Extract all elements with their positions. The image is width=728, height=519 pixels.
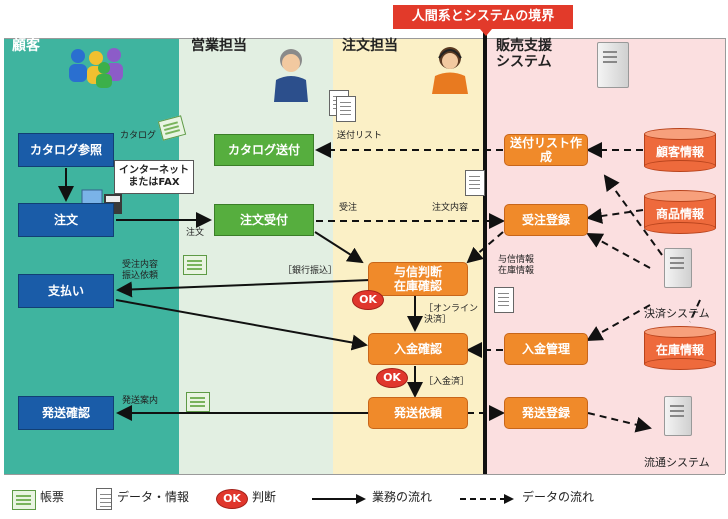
shipping-register-box: 発送登録	[504, 397, 588, 429]
order-operator-icon	[432, 47, 468, 94]
legend-data-label: データ・情報	[117, 490, 190, 504]
system-server-icon	[597, 42, 629, 88]
legend-ok-badge: OK	[216, 489, 248, 509]
catalog-ref-box: カタログ参照	[18, 133, 114, 167]
label-paid: ［入金済］	[424, 377, 470, 387]
boundary-label-pointer	[480, 29, 492, 36]
shipping-confirm-box: 発送確認	[18, 396, 114, 430]
order-register-box: 受注登録	[504, 204, 588, 236]
label-receive: 受注	[339, 203, 358, 213]
lane-title-order: 注文担当	[342, 38, 398, 54]
label-order-small: 注文	[186, 228, 205, 238]
label-online-settled: ［オンライン 決済］	[424, 304, 479, 325]
ok-judge-badge: OK	[376, 368, 408, 388]
settlement-system-label: 決済システム	[644, 307, 710, 320]
lane-top-border	[4, 38, 725, 39]
label-send-list: 送付リスト	[337, 131, 383, 141]
logistics-system-label: 流通システム	[644, 456, 710, 469]
legend-dashed-arrow-icon	[460, 494, 514, 504]
customer-info-label: 顧客情報	[655, 145, 704, 159]
label-credit-stock-info: 与信情報 在庫情報	[498, 255, 535, 276]
payment-box: 支払い	[18, 274, 114, 308]
legend-form-label: 帳票	[40, 490, 65, 504]
lane-title-system: 販売支援 システム	[496, 38, 552, 70]
order-data-sheet-icon	[465, 170, 485, 196]
product-info-db: 商品情報	[644, 190, 716, 234]
lane-bottom-border	[4, 474, 725, 475]
channel-callout: インターネット またはFAX	[114, 160, 194, 194]
settlement-server-icon	[664, 248, 692, 288]
order-box: 注文	[18, 203, 114, 237]
credit-check-box: 与信判断 在庫確認	[368, 262, 468, 296]
legend-judge-label: 判断	[252, 490, 277, 504]
stock-info-label: 在庫情報	[655, 343, 704, 357]
label-shipping-notice: 発送案内	[122, 396, 159, 406]
legend-form-icon	[12, 490, 36, 510]
legend-data-flow-label: データの流れ	[522, 490, 595, 504]
payment-confirm-box: 入金確認	[368, 333, 468, 365]
label-catalog: カタログ	[120, 131, 157, 141]
shipping-notice-form-icon	[186, 392, 210, 412]
boundary-line	[483, 32, 487, 474]
boundary-label: 人間系とシステムの境界	[393, 5, 573, 29]
logistics-server-icon	[664, 396, 692, 436]
order-detail-form-icon	[183, 255, 207, 275]
data-sheet-icon	[336, 96, 356, 122]
send-list-create-box: 送付リスト作成	[504, 134, 588, 166]
lane-title-customer: 顧客	[12, 38, 40, 54]
ok-judge-badge: OK	[352, 290, 384, 310]
lane-title-sales: 営業担当	[191, 38, 247, 54]
label-bank-transfer: ［銀行振込］	[283, 266, 338, 276]
catalog-send-box: カタログ送付	[214, 134, 314, 166]
legend-business-flow-label: 業務の流れ	[372, 490, 433, 504]
customer-info-db: 顧客情報	[644, 128, 716, 172]
sales-person-icon	[274, 49, 308, 102]
settlement-data-sheet-icon	[494, 287, 514, 313]
label-order-detail-transfer: 受注内容 振込依頼	[122, 260, 159, 281]
legend-solid-arrow-icon	[312, 494, 366, 504]
stock-info-db: 在庫情報	[644, 326, 716, 370]
shipping-request-box: 発送依頼	[368, 397, 468, 429]
customers-group-icon	[69, 48, 123, 88]
payment-manage-box: 入金管理	[504, 333, 588, 365]
order-receive-box: 注文受付	[214, 204, 314, 236]
label-order-content: 注文内容	[432, 203, 469, 213]
product-info-label: 商品情報	[655, 207, 704, 221]
legend-data-icon	[96, 488, 112, 510]
